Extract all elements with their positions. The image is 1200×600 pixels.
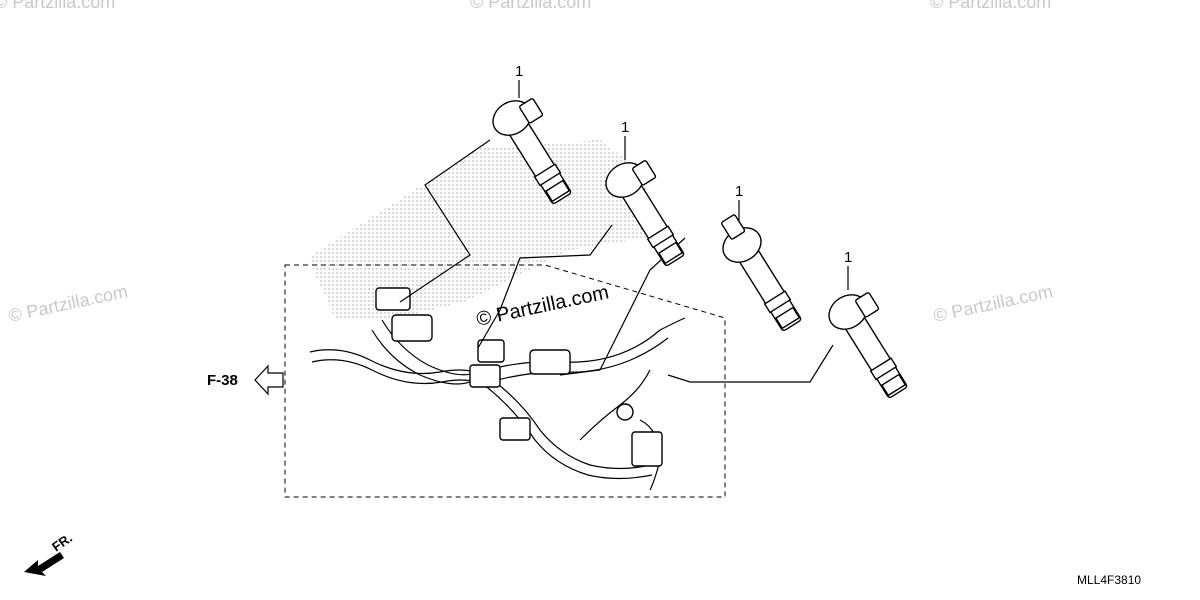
harness-group-box: [284, 264, 726, 498]
ignition-coil-2: [605, 160, 685, 266]
callout-coil-1: 1: [515, 63, 523, 80]
front-direction-label: FR.: [49, 530, 75, 554]
front-arrow-icon: [24, 552, 64, 576]
connector-5: [529, 349, 571, 375]
ignition-coil-1: [492, 98, 572, 204]
connector-6: [499, 417, 531, 441]
watermark-right: © Partzilla.com: [932, 281, 1055, 326]
connector-2: [391, 314, 433, 342]
connector-7: [631, 431, 663, 467]
drawing-code: MLL4F3810: [1077, 573, 1141, 587]
watermark-top-right: © Partzilla.com: [930, 0, 1051, 12]
reference-arrow-icon: [254, 364, 284, 396]
callout-coil-3: 1: [735, 183, 743, 200]
connector-1: [375, 287, 411, 311]
watermark-center: © Partzilla.com: [474, 281, 610, 331]
ignition-coil-4: [828, 292, 908, 398]
watermark-left: © Partzilla.com: [7, 281, 130, 326]
ignition-coil-3: [721, 214, 802, 331]
engine-shading: [308, 140, 660, 318]
connector-4: [469, 364, 501, 388]
callout-coil-4: 1: [844, 249, 852, 266]
watermark-top-left: © Partzilla.com: [0, 0, 115, 12]
callout-coil-2: 1: [621, 119, 629, 136]
reference-label: F-38: [207, 372, 238, 389]
grommet: [616, 403, 634, 421]
watermark-top-center: © Partzilla.com: [470, 0, 591, 12]
connector-3: [477, 339, 505, 363]
harness-connectors: [375, 287, 663, 467]
